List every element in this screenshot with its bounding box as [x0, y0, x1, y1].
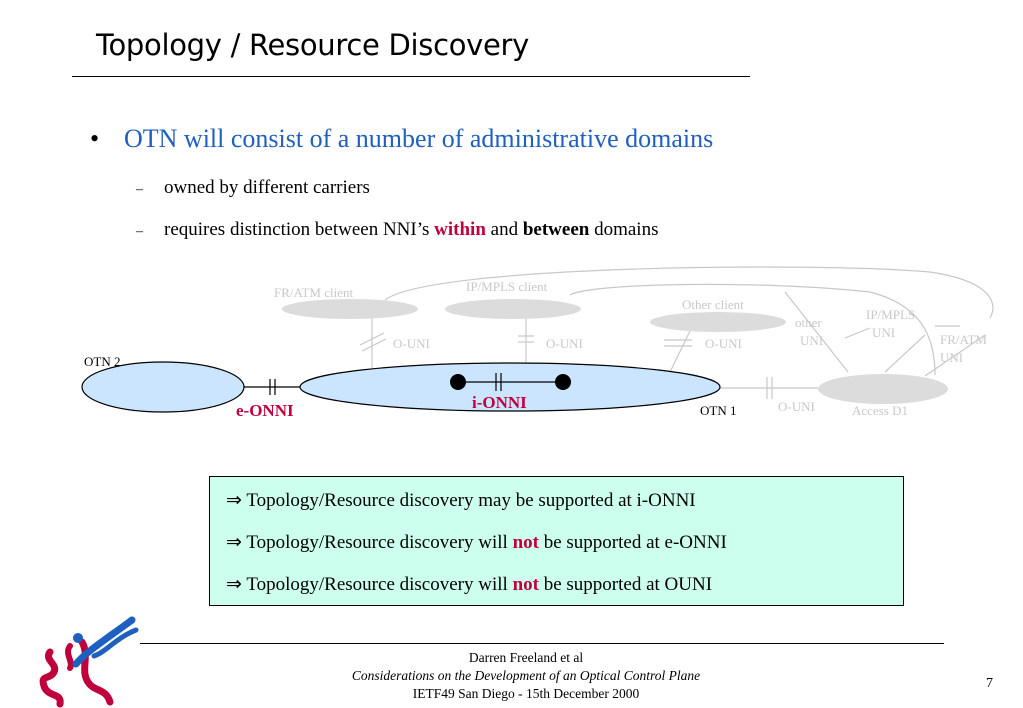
slide-title: Topology / Resource Discovery: [96, 28, 530, 62]
bullet-icon: •: [90, 124, 100, 153]
o-uni-label-4: O-UNI: [778, 399, 815, 414]
i-onni-node-right: [555, 374, 571, 390]
fr-atm-uni-label-2: UNI: [940, 350, 963, 365]
footer-author: Darren Freeland et al: [468, 650, 584, 665]
sub-bullet-1: owned by different carriers: [164, 177, 370, 198]
o-uni-label-1: O-UNI: [393, 336, 430, 351]
otn2-domain: [81, 361, 245, 413]
ip-mpls-client-node: [445, 299, 581, 319]
callout-line-1-text: Topology/Resource discovery may be suppo…: [246, 490, 696, 511]
i-onni-label: i-ONNI: [472, 393, 527, 412]
within-emphasis: within: [434, 219, 486, 240]
dash-icon: –: [136, 182, 143, 197]
inner-arc: [569, 283, 936, 376]
o-uni-label-2: O-UNI: [546, 336, 583, 351]
title-divider: [72, 76, 750, 77]
implies-icon: ⇒: [226, 490, 242, 511]
faded-links: [359, 266, 994, 399]
callout-line-2: ⇒ Topology/Resource discovery will not b…: [226, 531, 727, 554]
dash-icon: –: [136, 224, 143, 239]
callout-line-3-post: be supported at OUNI: [538, 574, 713, 595]
footer-event: IETF49 San Diego - 15th December 2000: [412, 686, 640, 701]
ietf-logo-icon: [39, 616, 139, 708]
otn2-label: OTN 2: [84, 354, 120, 369]
implies-icon: ⇒: [226, 532, 242, 553]
link-fratm-uni: [924, 334, 986, 377]
footer-subtitle: Considerations on the Development of an …: [351, 668, 701, 683]
sub-bullet-2: requires distinction between NNI’s withi…: [164, 219, 658, 241]
implies-icon: ⇒: [226, 574, 242, 595]
other-client-node: [650, 312, 786, 332]
fr-atm-uni-label-1: FR/ATM: [940, 332, 987, 347]
other-uni-label-2: UNI: [800, 333, 823, 348]
between-emphasis: between: [522, 219, 590, 240]
fr-atm-client-node: [282, 299, 418, 319]
fr-atm-client-label: FR/ATM client: [274, 285, 353, 300]
footer-divider: [140, 643, 944, 644]
e-onni-label: e-ONNI: [236, 401, 294, 420]
callout-line-3-pre: Topology/Resource discovery will: [246, 574, 513, 595]
access-d1-node: [818, 374, 948, 404]
sub-bullet-2-pre: requires distinction between NNI’s: [164, 219, 435, 240]
other-uni-label-1: other: [795, 315, 822, 330]
ip-mpls-uni-label-2: UNI: [872, 325, 895, 340]
other-client-label: Other client: [682, 297, 744, 312]
callout-line-1: ⇒ Topology/Resource discovery may be sup…: [226, 489, 696, 512]
conclusions-box: ⇒ Topology/Resource discovery may be sup…: [209, 476, 904, 606]
main-bullet-text: OTN will consist of a number of administ…: [124, 124, 714, 153]
ip-mpls-client-label: IP/MPLS client: [466, 279, 548, 294]
page-number: 7: [986, 676, 993, 691]
ip-mpls-uni-label-1: IP/MPLS: [866, 307, 915, 322]
callout-line-2-pre: Topology/Resource discovery will: [246, 532, 513, 553]
o-uni-label-3: O-UNI: [705, 336, 742, 351]
callout-line-3-not: not: [512, 574, 539, 595]
link-other-otn1: [669, 330, 691, 373]
link-other-access: [784, 291, 849, 373]
access-d1-label: Access D1: [852, 403, 908, 418]
callout-line-2-not: not: [512, 532, 539, 553]
link-ipmpls-uni: [884, 334, 926, 373]
i-onni-node-left: [450, 374, 466, 390]
top-arc: [384, 266, 994, 319]
callout-line-3: ⇒ Topology/Resource discovery will not b…: [226, 573, 712, 596]
sub-bullet-2-post: domains: [589, 219, 659, 240]
callout-line-2-post: be supported at e-ONNI: [538, 532, 727, 553]
otn1-label: OTN 1: [700, 403, 736, 418]
sub-bullet-2-mid: and: [485, 219, 523, 240]
